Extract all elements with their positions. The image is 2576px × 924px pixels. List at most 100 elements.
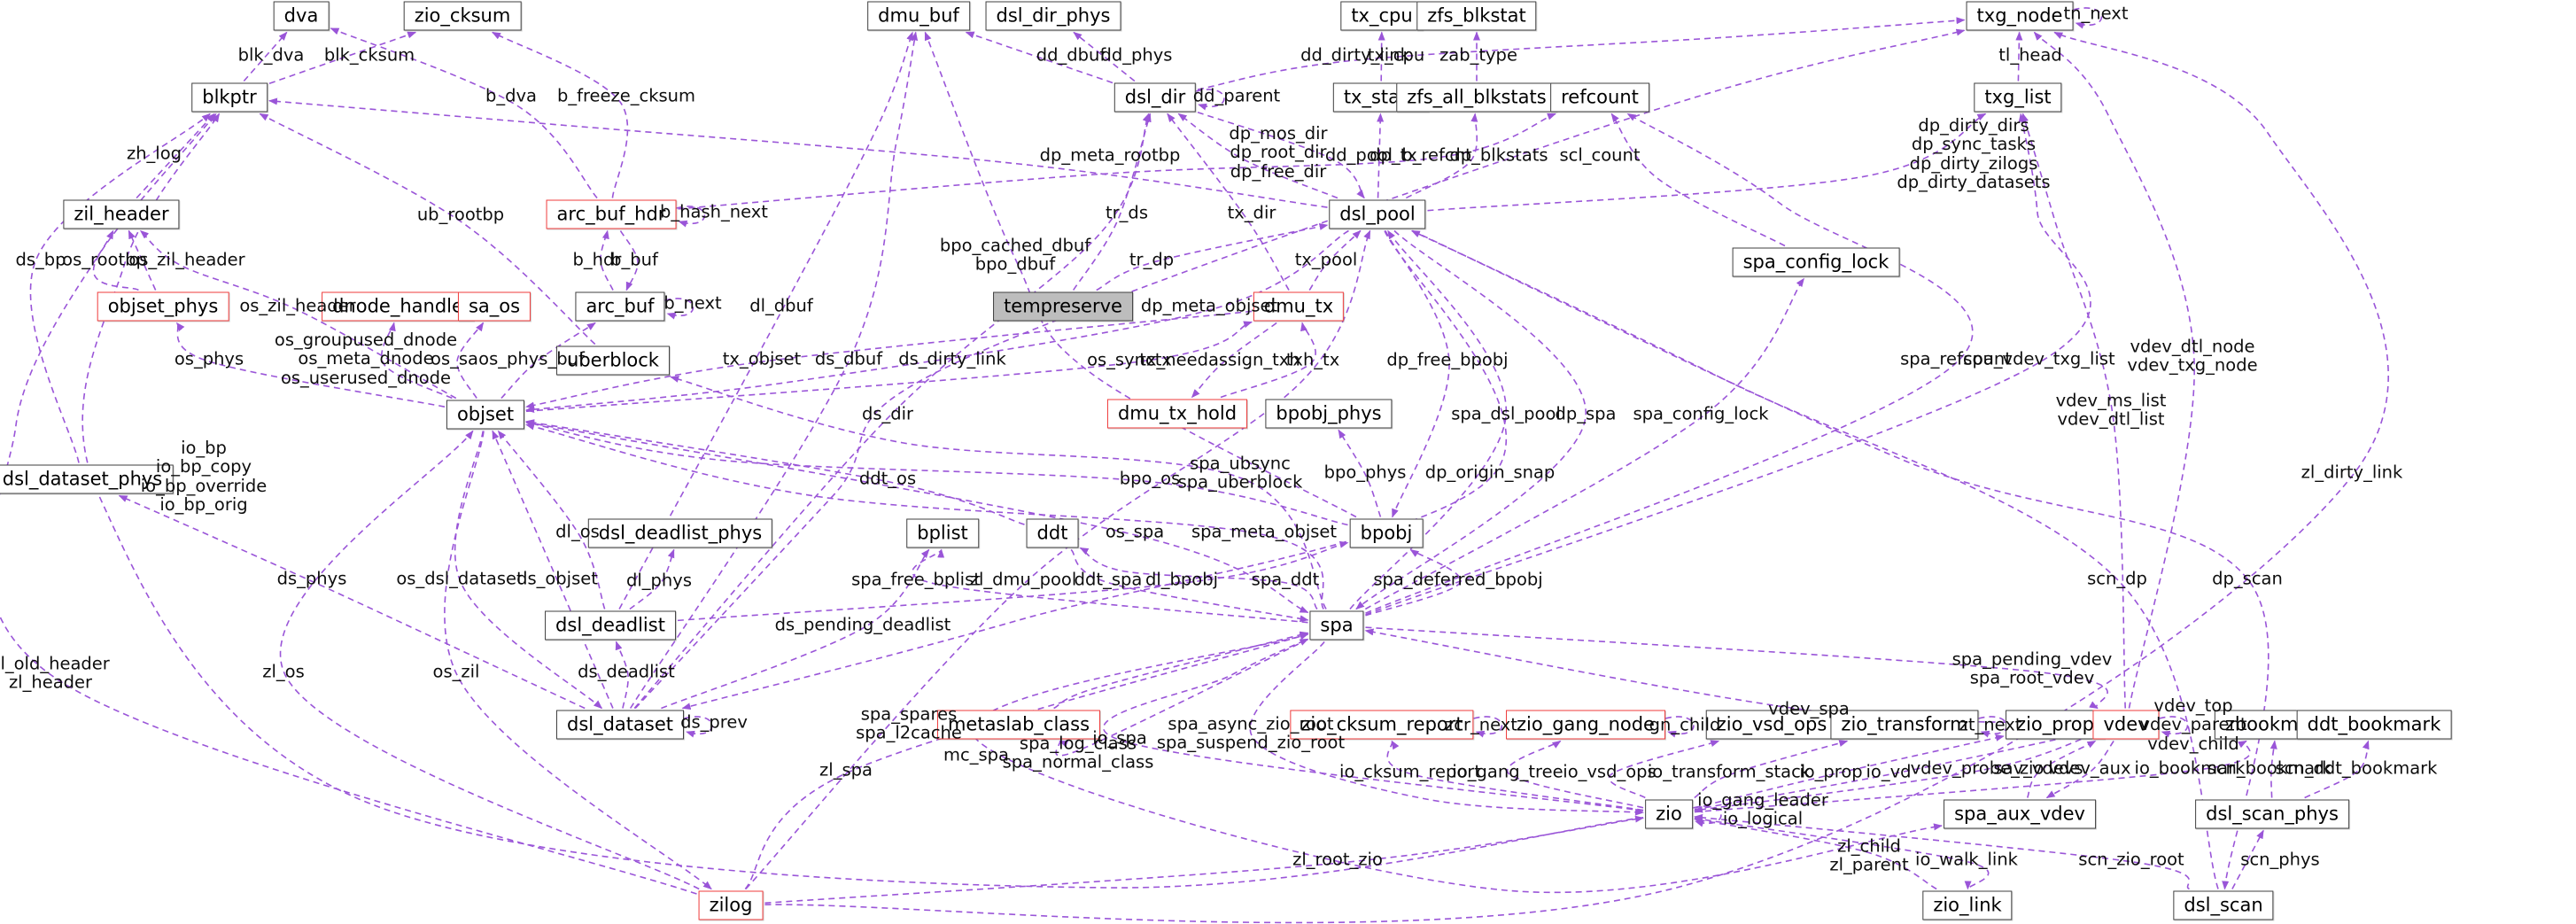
node-dva[interactable]: dva (273, 1, 330, 31)
node-dnode_handle[interactable]: dnode_handle (322, 291, 474, 322)
node-arc_buf[interactable]: arc_buf (575, 291, 665, 322)
node-dsl_dir_phys[interactable]: dsl_dir_phys (985, 1, 1121, 31)
node-dsl_dataset_phys[interactable]: dsl_dataset_phys (0, 464, 174, 494)
node-zfs_blkstat[interactable]: zfs_blkstat (1416, 1, 1537, 31)
edge-zilog-zio (764, 815, 1644, 905)
edge-objset-objset_phys (175, 322, 446, 408)
edge-dsl_pool-dsl_dir (1177, 113, 1338, 199)
edge-zilog-txg_node (764, 31, 2389, 924)
edge-dsl_pool-objset (525, 229, 1349, 414)
edge-arc_buf-arc_buf (664, 298, 694, 320)
node-ddt[interactable]: ddt (1026, 518, 1079, 548)
node-zio_cksum[interactable]: zio_cksum (403, 1, 522, 31)
edge-blkptr-zio_cksum (268, 31, 417, 85)
edge-dsl_dataset-bplist (661, 548, 930, 710)
edge-dmu_tx_hold-dmu_tx (1220, 322, 1316, 399)
edge-spa-metaslab_class (1055, 639, 1308, 757)
node-bpobj_phys[interactable]: bpobj_phys (1265, 399, 1393, 429)
node-zio_gang_node[interactable]: zio_gang_node (1506, 710, 1665, 740)
edge-zio_gang_node-zio_gang_node (1664, 716, 1695, 738)
edge-zio_link-zio (1694, 817, 1937, 890)
edge-zio-spa (1103, 638, 1644, 811)
node-tempreserve[interactable]: tempreserve (993, 291, 1133, 322)
edge-zio-vdev (1694, 730, 2092, 811)
edge-zio-zio_gang_node (1506, 740, 1644, 809)
node-dsl_scan[interactable]: dsl_scan (2173, 890, 2274, 920)
edge-objset_phys-zil_header (128, 229, 157, 291)
edge-tempreserve-dsl_pool (1096, 223, 1329, 291)
edge-dsl_scan-dsl_pool (1410, 229, 2219, 889)
node-objset_phys[interactable]: objset_phys (97, 291, 229, 322)
node-spa_aux_vdev[interactable]: spa_aux_vdev (1944, 799, 2096, 829)
edge-spa-refcount (1365, 113, 1974, 614)
node-sa_os[interactable]: sa_os (457, 291, 531, 322)
edge-spa-uberblock (670, 376, 1327, 610)
edge-vdev-vdev (2159, 716, 2189, 738)
edge-zio-zio_link (1694, 817, 1990, 890)
node-zio_prop[interactable]: zio_prop (2006, 710, 2105, 740)
edge-uberblock-blkptr (259, 113, 596, 346)
node-zfs_all_blkstats[interactable]: zfs_all_blkstats (1396, 82, 1557, 113)
node-dsl_dir[interactable]: dsl_dir (1113, 82, 1197, 113)
node-dmu_buf[interactable]: dmu_buf (867, 1, 970, 31)
node-dsl_scan_phys[interactable]: dsl_scan_phys (2195, 799, 2349, 829)
node-spa[interactable]: spa (1309, 610, 1364, 641)
edge-zio-zbookmark (1694, 740, 2251, 813)
edge-objset-dnode_handle (381, 322, 453, 400)
edge-dsl_dataset-dsl_dataset (683, 716, 713, 738)
edge-dsl_pool-bpobj (1385, 230, 1450, 518)
edge-dsl_scan-dsl_scan_phys (2231, 829, 2264, 889)
edge-dsl_dir-dmu_buf (965, 31, 1113, 84)
node-tx_cpu[interactable]: tx_cpu (1340, 1, 1424, 31)
edge-zilog-zil_header (0, 229, 697, 895)
edge-zio_cksum_report-zio_cksum_report (1473, 716, 1503, 738)
node-dsl_dataset[interactable]: dsl_dataset (555, 710, 685, 740)
node-ddt_bookmark[interactable]: ddt_bookmark (2296, 710, 2452, 740)
node-dsl_deadlist[interactable]: dsl_deadlist (545, 610, 676, 641)
node-blkptr[interactable]: blkptr (191, 82, 268, 113)
node-zio[interactable]: zio (1645, 799, 1693, 829)
node-zil_header[interactable]: zil_header (63, 199, 180, 229)
edge-spa_config_lock-refcount (1610, 113, 1786, 247)
node-zio_transform[interactable]: zio_transform (1830, 710, 1979, 740)
edge-dsl_dataset-objset (492, 430, 614, 709)
node-arc_buf_hdr[interactable]: arc_buf_hdr (546, 199, 677, 229)
edge-dsl_pool-tx_state (1377, 113, 1385, 198)
edge-zil_header-blkptr (136, 113, 215, 199)
node-dsl_pool[interactable]: dsl_pool (1329, 199, 1426, 229)
edge-spa-spa_aux_vdev (971, 633, 1943, 894)
node-txg_node[interactable]: txg_node (1966, 1, 2074, 31)
node-zilog[interactable]: zilog (698, 890, 764, 920)
node-dsl_deadlist_phys[interactable]: dsl_deadlist_phys (587, 518, 773, 548)
node-dmu_tx[interactable]: dmu_tx (1253, 291, 1345, 322)
edge-zio-zio_cksum_report (1386, 740, 1644, 811)
node-metaslab_class[interactable]: metaslab_class (936, 710, 1101, 740)
edge-dsl_dataset-dsl_dir (633, 113, 1150, 710)
node-zio_vsd_ops[interactable]: zio_vsd_ops (1705, 710, 1838, 740)
edge-arc_buf-arc_buf_hdr (600, 229, 614, 291)
node-txg_list[interactable]: txg_list (1974, 82, 2062, 113)
edge-zio-zio_vsd_ops (1608, 740, 1720, 799)
node-zio_cksum_report[interactable]: zio_cksum_report (1290, 710, 1474, 740)
edge-ddt-spa (1070, 548, 1309, 623)
node-bplist[interactable]: bplist (906, 518, 979, 548)
node-dmu_tx_hold[interactable]: dmu_tx_hold (1106, 399, 1248, 429)
edge-vdev-spa_aux_vdev (2045, 741, 2114, 799)
edge-dmu_tx-dsl_pool (1308, 229, 1362, 291)
edge-objset-dmu_tx (525, 321, 1253, 413)
edge-blkptr-dva (243, 31, 288, 82)
edge-zio_transform-zio_transform (1978, 716, 2008, 738)
edge-dsl_deadlist-dmu_buf (618, 31, 913, 610)
node-refcount[interactable]: refcount (1550, 82, 1649, 113)
edge-spa-objset (525, 423, 1325, 610)
node-spa_config_lock[interactable]: spa_config_lock (1732, 247, 1900, 277)
node-zio_link[interactable]: zio_link (1922, 890, 2013, 920)
node-vdev[interactable]: vdev (2092, 710, 2160, 740)
node-bpobj[interactable]: bpobj (1349, 518, 1424, 548)
node-objset[interactable]: objset (446, 400, 525, 430)
node-uberblock[interactable]: uberblock (556, 346, 670, 376)
edge-tx_state-tx_cpu (1377, 31, 1385, 82)
edge-dsl_pool-dsl_dataset (681, 230, 1507, 710)
